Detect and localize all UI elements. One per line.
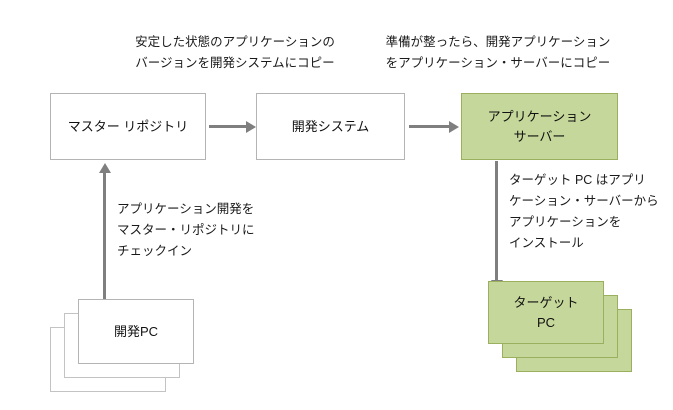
node-label: マスター リポジトリ [67,118,189,134]
node-label: 開発PC [113,323,159,339]
arrow-master-to-dev [209,120,256,133]
caption-line: バージョンを開発システムにコピー [135,56,335,70]
caption-line: 準備が整ったら、開発アプリケーション [385,35,611,49]
arrow-head-up-icon [98,163,111,173]
caption-line: アプリケーション開発を [117,202,255,216]
node-label: サーバー [513,128,566,144]
caption-line: アプリケーションを [509,215,622,229]
node-label: アプリケーション [487,108,592,124]
caption-line: 安定した状態のアプリケーションの [135,35,335,49]
caption-line: をアプリケーション・サーバーにコピー [385,56,611,70]
caption-dev-to-appserver: 準備が整ったら、開発アプリケーション をアプリケーション・サーバーにコピー [378,32,618,74]
arrow-appserver-to-targetpc [490,161,503,290]
node-master-repository[interactable]: マスター リポジトリ [50,93,206,160]
caption-line: マスター・リポジトリに [117,223,255,237]
arrow-dev-to-appserver [409,120,459,133]
node-label: ターゲット [513,294,579,310]
caption-line: インストール [509,236,584,250]
node-development-pc[interactable]: 開発PC [78,299,194,364]
node-label: PC [536,314,556,330]
caption-master-to-dev: 安定した状態のアプリケーションの バージョンを開発システムにコピー [113,32,357,74]
arrow-devpc-to-master [98,163,111,301]
caption-devpc-to-master: アプリケーション開発を マスター・リポジトリに チェックイン [117,199,277,262]
caption-line: ケーション・サーバーから [509,194,659,208]
caption-line: チェックイン [117,244,193,258]
node-target-pc[interactable]: ターゲット PC [488,281,604,344]
caption-line: ターゲット PC はアプリ [509,173,646,187]
node-development-system[interactable]: 開発システム [256,93,405,160]
node-label: 開発システム [291,118,370,134]
caption-appserver-to-targetpc: ターゲット PC はアプリ ケーション・サーバーから アプリケーションを インス… [509,170,673,254]
arrow-head-right-icon [449,120,459,133]
arrow-head-right-icon [246,120,256,133]
node-application-server[interactable]: アプリケーション サーバー [461,93,618,160]
